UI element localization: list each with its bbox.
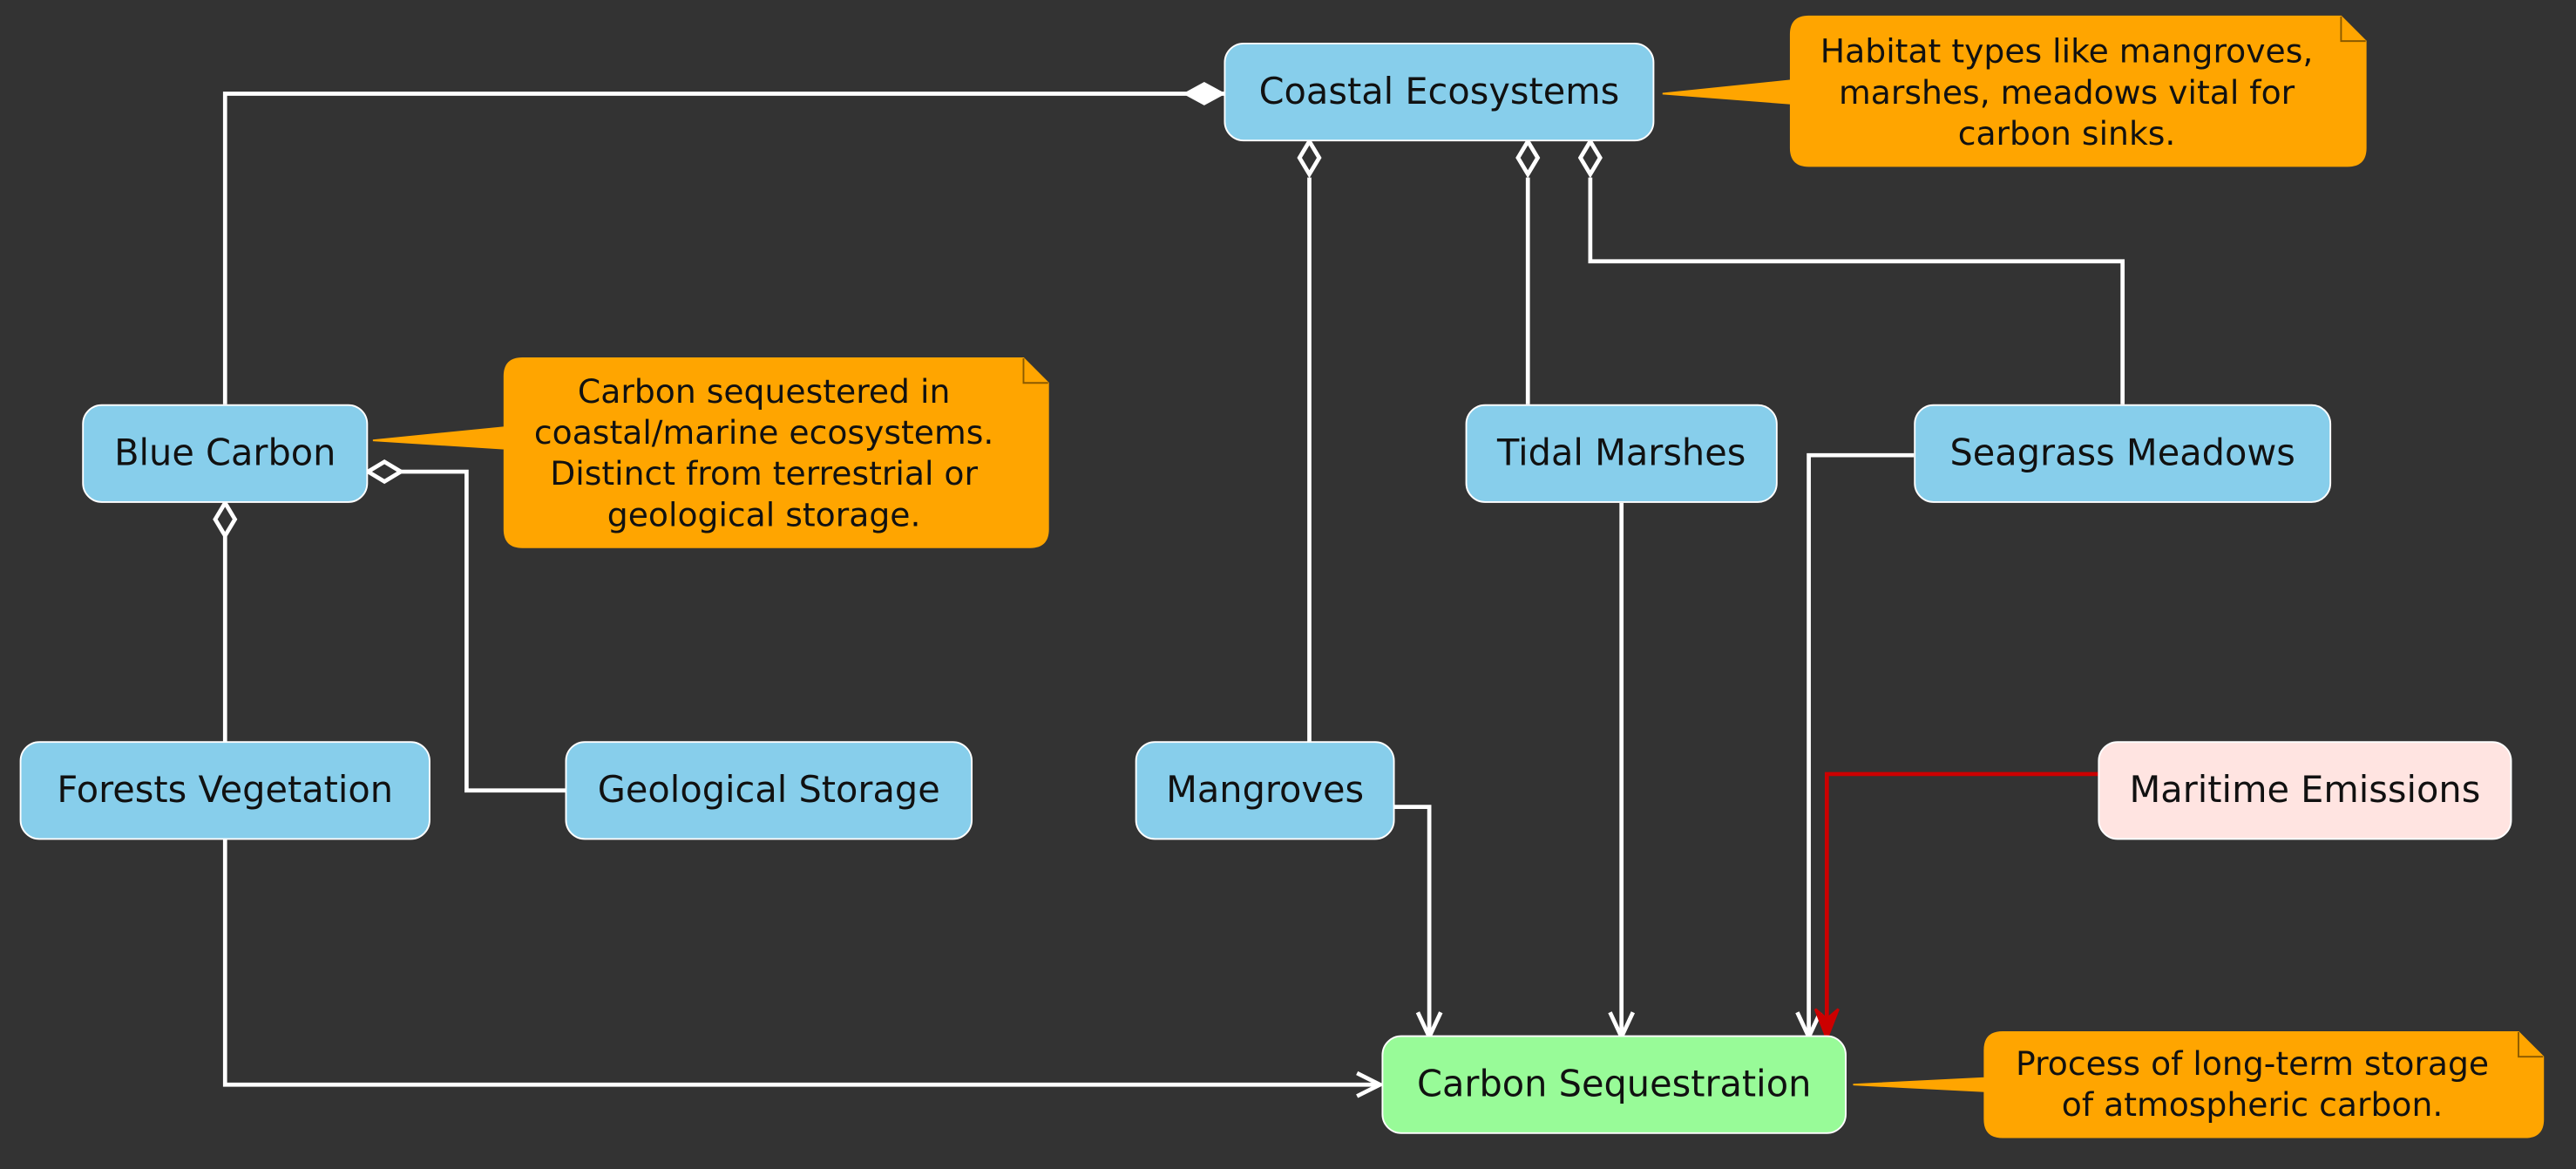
note-blue-carbon-line: Carbon sequestered in	[577, 371, 951, 411]
note-coastal-shape	[1662, 15, 2367, 167]
note-coastal-fold	[2340, 16, 2366, 43]
node-seagrass-meadows-label: Seagrass Meadows	[1949, 432, 2295, 474]
note-coastal-line: marshes, meadows vital for	[1838, 71, 2295, 112]
note-sequestration-line: of atmospheric carbon.	[2061, 1084, 2444, 1125]
node-forests-vegetation-label: Forests Vegetation	[57, 770, 394, 812]
node-maritime-emissions-label: Maritime Emissions	[2129, 770, 2481, 812]
arrowhead-emissions	[1813, 1008, 1840, 1043]
edge-emissions-sequestration	[1824, 771, 2098, 1034]
aggregation-diamond-forests	[213, 499, 238, 540]
node-blue-carbon-label: Blue Carbon	[114, 432, 336, 474]
edge-blue-carbon-coastal	[222, 92, 1226, 404]
node-geological-storage[interactable]: Geological Storage	[565, 741, 973, 840]
aggregation-diamond-mangroves	[1297, 137, 1322, 179]
node-geological-storage-label: Geological Storage	[597, 770, 940, 812]
arrowhead-forests	[1356, 1070, 1385, 1098]
node-forests-vegetation[interactable]: Forests Vegetation	[19, 741, 430, 840]
note-blue-carbon-line: coastal/marine ecosystems.	[533, 412, 994, 452]
edge-geological-blue-carbon	[400, 469, 567, 793]
node-coastal-ecosystems[interactable]: Coastal Ecosystems	[1224, 43, 1655, 142]
note-blue-carbon-line: geological storage.	[607, 494, 921, 534]
note-coastal-line: carbon sinks.	[1957, 112, 2176, 153]
node-tidal-marshes-label: Tidal Marshes	[1497, 432, 1746, 474]
note-coastal: Habitat types like mangroves, marshes, m…	[1794, 20, 2340, 165]
note-sequestration-fold	[2518, 1031, 2544, 1058]
note-blue-carbon-fold	[1022, 357, 1048, 384]
node-tidal-marshes[interactable]: Tidal Marshes	[1465, 404, 1778, 503]
edge-mangroves-sequestration	[1393, 805, 1432, 1034]
note-sequestration-line: Process of long-term storage	[2016, 1043, 2490, 1084]
composition-diamond	[1183, 81, 1226, 105]
edge-forests-sequestration	[222, 838, 1377, 1087]
node-maritime-emissions[interactable]: Maritime Emissions	[2098, 741, 2512, 840]
node-coastal-ecosystems-label: Coastal Ecosystems	[1258, 71, 1620, 113]
edge-seagrass-sequestration	[1807, 452, 1915, 1034]
note-sequestration: Process of long-term storage of atmosphe…	[1988, 1036, 2517, 1134]
node-blue-carbon[interactable]: Blue Carbon	[82, 404, 369, 503]
note-blue-carbon-line: Distinct from terrestrial or	[550, 453, 978, 493]
note-sequestration-shape	[1853, 1030, 2545, 1138]
node-seagrass-meadows[interactable]: Seagrass Meadows	[1914, 404, 2332, 503]
edge-seagrass-coastal	[1588, 177, 2125, 404]
node-mangroves[interactable]: Mangroves	[1135, 741, 1395, 840]
note-coastal-line: Habitat types like mangroves,	[1820, 30, 2314, 71]
node-carbon-sequestration-label: Carbon Sequestration	[1417, 1064, 1812, 1105]
node-carbon-sequestration[interactable]: Carbon Sequestration	[1381, 1035, 1847, 1134]
node-mangroves-label: Mangroves	[1166, 770, 1365, 812]
note-blue-carbon-shape	[372, 357, 1049, 548]
aggregation-diamond-geological	[363, 459, 405, 485]
aggregation-diamond-seagrass	[1577, 137, 1603, 179]
aggregation-diamond-tidal	[1515, 137, 1541, 179]
note-blue-carbon: Carbon sequestered in coastal/marine eco…	[508, 362, 1020, 546]
